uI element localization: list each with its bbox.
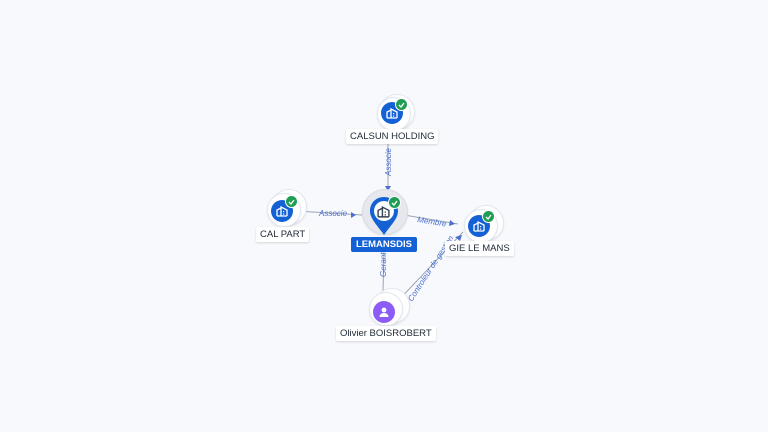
edge-lemansdis-gie[interactable]: Membre: [403, 214, 459, 229]
edge-label-membre: Membre: [417, 215, 448, 229]
verified-check-icon: [482, 210, 495, 223]
verified-check-icon: [285, 195, 298, 208]
node-label: GIE LE MANS: [445, 241, 514, 256]
node-label: CALSUN HOLDING: [346, 129, 439, 144]
edge-calpart-lemansdis[interactable]: Associe: [295, 209, 363, 218]
building-icon: [377, 205, 390, 223]
node-label: Olivier BOISROBERT: [336, 326, 436, 341]
edge-olivier-lemansdis[interactable]: Gerant: [379, 249, 388, 293]
edge-calsun-lemansdis[interactable]: Associe: [384, 142, 393, 191]
person-icon: [373, 301, 395, 323]
verified-check-icon: [395, 98, 408, 111]
node-label-focus: LEMANSDIS: [351, 237, 417, 252]
edge-label-gerant: Gerant: [379, 252, 388, 277]
node-label: CAL PART: [256, 227, 310, 242]
verified-check-icon: [388, 196, 401, 209]
edge-label-associe-vertical: Associe: [384, 147, 393, 177]
edge-label-associe-horizontal: Associe: [318, 209, 348, 218]
